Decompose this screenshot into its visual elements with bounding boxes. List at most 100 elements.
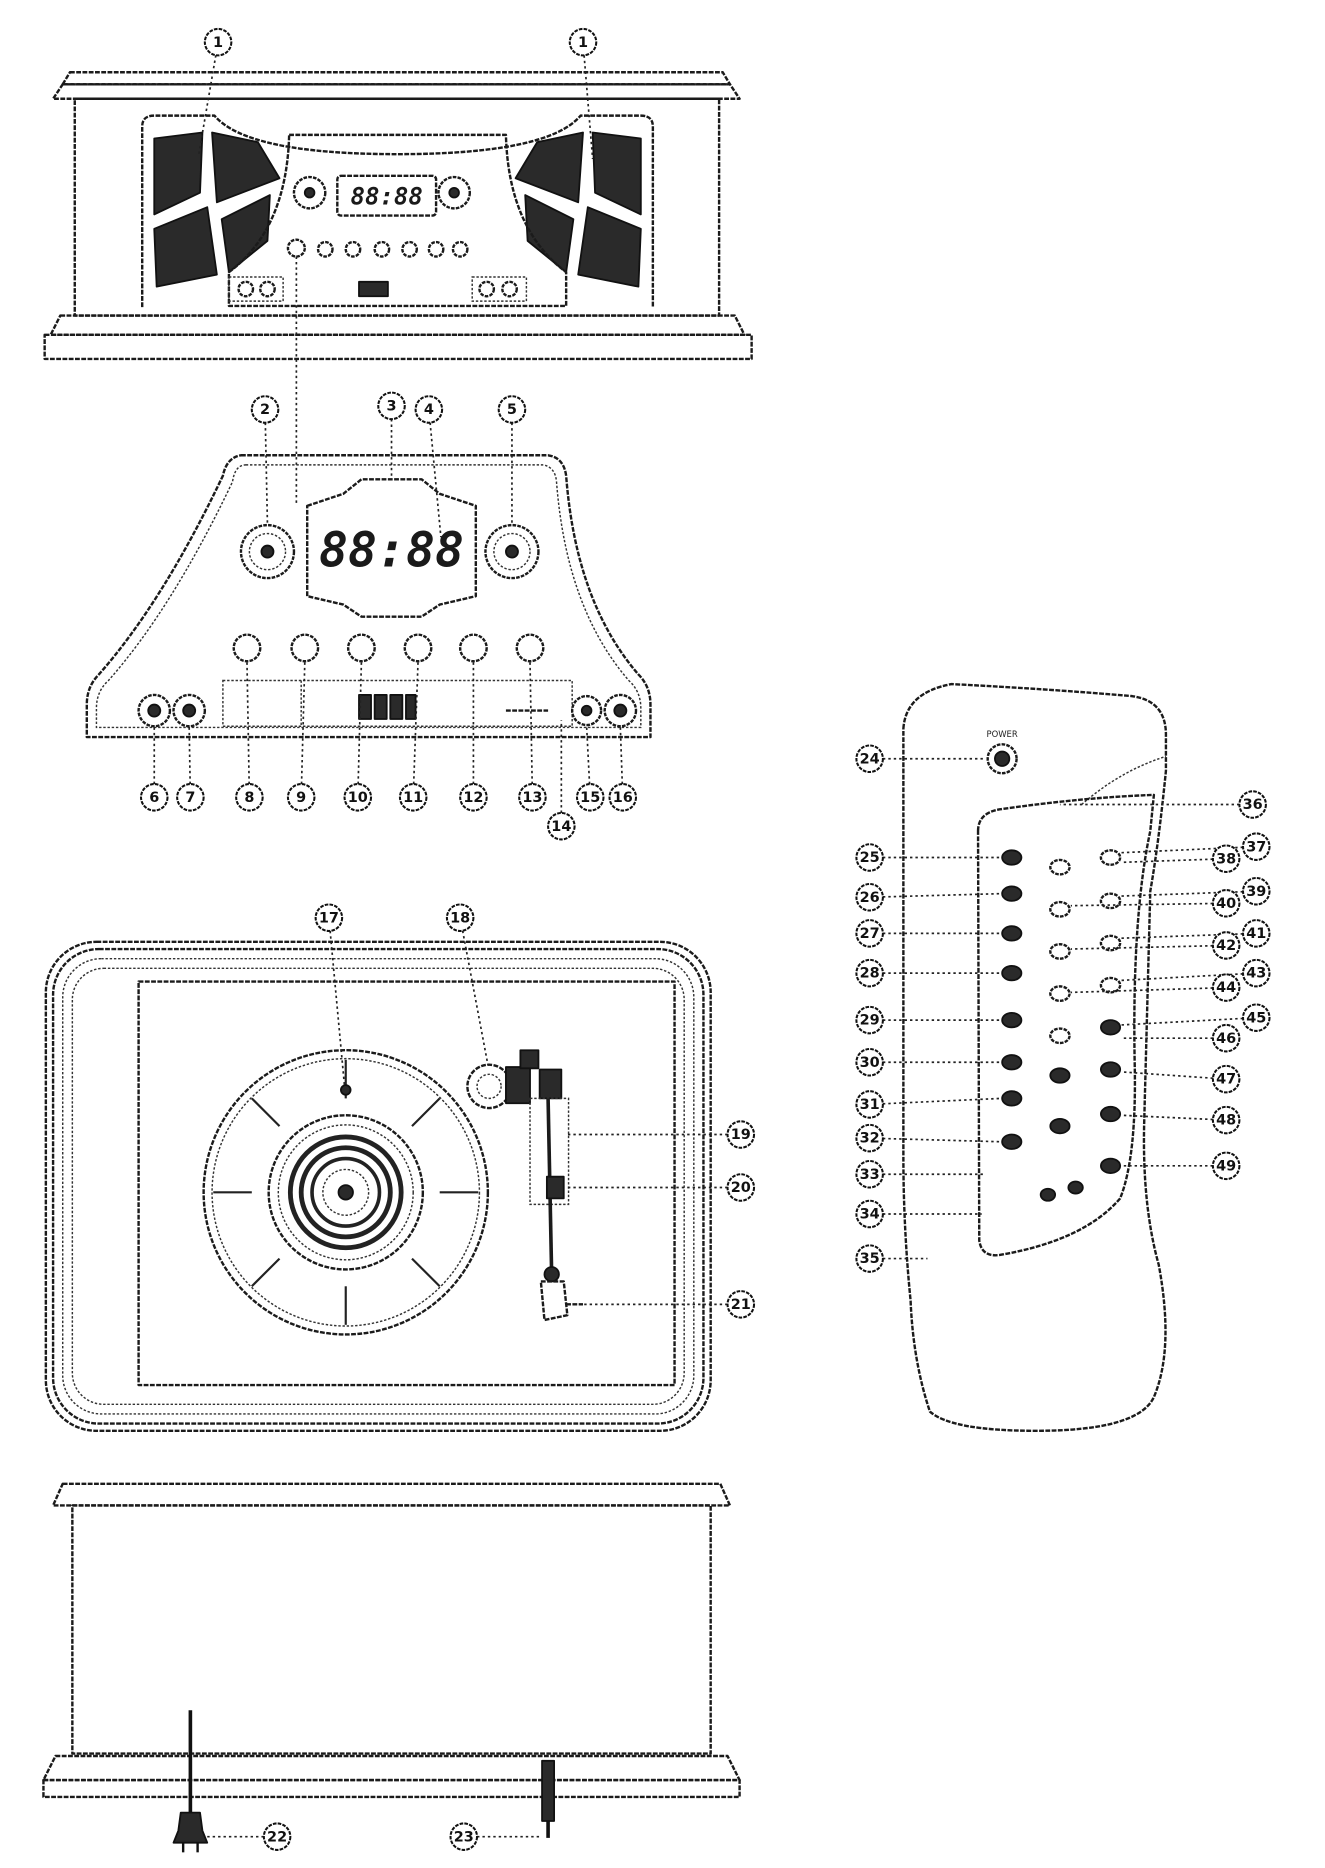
remote-key[interactable] xyxy=(1039,1187,1057,1202)
callout-marker xyxy=(568,27,598,57)
front-button[interactable] xyxy=(316,240,334,258)
callout-number: 7 xyxy=(185,790,195,806)
remote-control: POWER xyxy=(902,682,1168,1433)
line-out-jack[interactable] xyxy=(541,1759,556,1822)
lid-frame xyxy=(51,947,705,1425)
remote-key[interactable] xyxy=(1001,925,1023,942)
callout-number: 16 xyxy=(613,790,633,806)
leader-line xyxy=(585,726,591,785)
front-button[interactable] xyxy=(344,240,362,258)
platter-spokes xyxy=(213,1059,479,1325)
callout-number: 31 xyxy=(860,1097,880,1113)
leader-line xyxy=(1070,987,1213,994)
callout-marker xyxy=(855,744,884,774)
callout-marker xyxy=(855,919,884,948)
callout-remote-43: 43 xyxy=(1121,958,1271,988)
logo-block xyxy=(373,694,388,720)
callout-number: 22 xyxy=(267,1829,287,1845)
remote-key[interactable] xyxy=(1001,849,1023,866)
leader-line xyxy=(1121,1114,1213,1121)
remote-key[interactable] xyxy=(1001,1054,1023,1071)
front-button[interactable] xyxy=(427,240,445,258)
callout-number: 37 xyxy=(1246,839,1266,855)
callout-number: 20 xyxy=(731,1180,751,1196)
remote-key[interactable] xyxy=(1049,1027,1071,1045)
remote-key[interactable] xyxy=(1001,885,1023,902)
callout-marker xyxy=(855,1244,884,1273)
panel-button[interactable] xyxy=(403,633,433,663)
callout-marker xyxy=(1211,1151,1241,1181)
remote-key[interactable] xyxy=(1049,1067,1071,1084)
remote-key[interactable] xyxy=(1001,1011,1023,1029)
remote-key[interactable] xyxy=(1001,1133,1023,1150)
leader-line xyxy=(1121,858,1213,864)
remote-key[interactable] xyxy=(1001,1090,1023,1107)
leader-line xyxy=(188,727,191,785)
front-jack[interactable] xyxy=(478,280,496,298)
front-logo xyxy=(358,280,389,298)
front-button[interactable] xyxy=(451,240,469,258)
remote-key[interactable] xyxy=(1049,900,1071,918)
power-plug[interactable] xyxy=(172,1811,209,1844)
remote-key[interactable] xyxy=(1099,849,1122,866)
remote-key[interactable] xyxy=(1067,1180,1084,1195)
front-jack[interactable] xyxy=(237,280,255,298)
panel-button[interactable] xyxy=(515,633,545,663)
front-jack[interactable] xyxy=(259,280,276,298)
callout-remote-25: 25 xyxy=(855,843,1001,872)
leader-line xyxy=(882,1137,1001,1143)
panel-button[interactable] xyxy=(232,633,262,663)
remote-key[interactable] xyxy=(1099,1105,1122,1123)
remote-key[interactable] xyxy=(1049,858,1071,876)
control-panel-detail: 88:88 xyxy=(85,454,652,739)
callout-marker xyxy=(1241,1003,1271,1032)
leader-line xyxy=(461,930,489,1065)
front-button[interactable] xyxy=(286,238,307,258)
callout-remote-49: 49 xyxy=(1121,1151,1241,1181)
callout-number: 3 xyxy=(386,398,396,414)
remote-key[interactable] xyxy=(1099,1061,1122,1078)
front-button[interactable] xyxy=(401,240,419,258)
leader-line xyxy=(429,422,442,538)
cabinet-inner-frame xyxy=(141,114,655,308)
callout-control-panel-8: 8 xyxy=(235,662,264,812)
panel-button[interactable] xyxy=(290,633,320,663)
jack-center xyxy=(182,703,197,718)
front-button[interactable] xyxy=(373,240,391,258)
callout-remote-38: 38 xyxy=(1121,844,1241,873)
left-speaker-grille xyxy=(153,131,281,288)
remote-key[interactable] xyxy=(1049,1117,1071,1135)
panel-button[interactable] xyxy=(458,633,488,663)
callout-marker xyxy=(235,783,264,812)
remote-key[interactable] xyxy=(1099,1019,1122,1036)
rear-plinth-top xyxy=(42,1754,741,1782)
spindle xyxy=(337,1184,354,1201)
callout-marker xyxy=(726,1290,756,1319)
panel-outline xyxy=(85,454,652,739)
tuning-knob-center xyxy=(505,544,519,559)
remote-key[interactable] xyxy=(1099,934,1122,952)
remote-key[interactable] xyxy=(1049,943,1071,960)
front-jack[interactable] xyxy=(501,280,518,298)
leader-line xyxy=(246,662,251,785)
callout-number: 47 xyxy=(1216,1072,1236,1088)
callout-remote-39: 39 xyxy=(1121,876,1271,906)
callout-front-view-1: 1 xyxy=(197,27,233,155)
cd-logo xyxy=(358,694,417,720)
callout-marker xyxy=(1211,931,1241,960)
callout-marker xyxy=(1241,876,1271,906)
panel-button[interactable] xyxy=(346,633,376,663)
tonearm-pivot xyxy=(505,1066,531,1105)
lid-frame-inner xyxy=(71,967,685,1406)
remote-key[interactable] xyxy=(1099,976,1122,994)
remote-key[interactable] xyxy=(1099,1157,1122,1174)
callout-number: 17 xyxy=(319,910,339,926)
remote-key[interactable] xyxy=(1049,985,1071,1003)
spoke xyxy=(411,1257,441,1288)
speaker-panel xyxy=(211,131,281,204)
remote-key[interactable] xyxy=(1001,965,1023,982)
callout-marker xyxy=(314,903,344,933)
callout-remote-31: 31 xyxy=(855,1090,1001,1119)
callout-marker xyxy=(377,391,406,421)
